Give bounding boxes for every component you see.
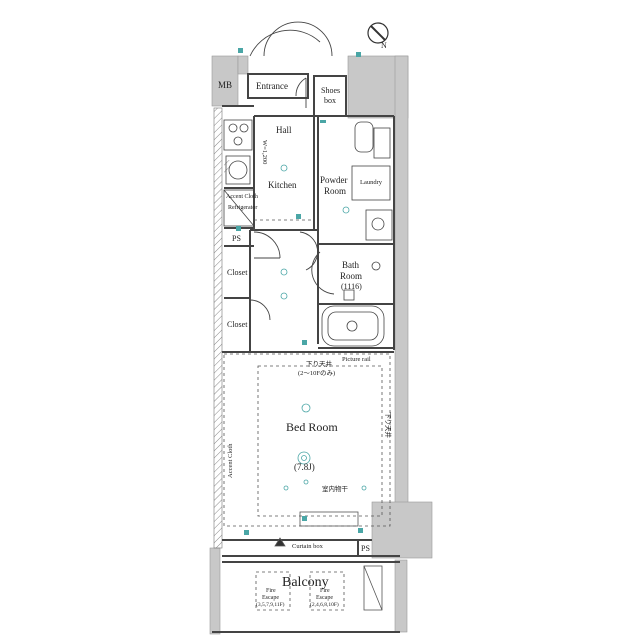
closet-label-2: Closet [227, 320, 248, 329]
ps-upper-label: PS [232, 234, 241, 243]
shoes-box-label-2: box [324, 96, 336, 105]
bath-fixtures [321, 261, 385, 347]
ceiling-note-label: 下り天井 [306, 359, 333, 368]
bath-size-label: (1116) [341, 282, 362, 291]
hatched-walls [213, 107, 230, 549]
fire-escape-1-line1: Fire [266, 588, 276, 594]
exterior-walls [209, 55, 433, 635]
bedroom-label: Bed Room [286, 420, 338, 434]
fire-escape-1-line2: Escape [262, 595, 279, 601]
refrigerator-label: Refrigerator [228, 204, 257, 211]
interior-walls [212, 73, 400, 633]
powder-fixtures [351, 121, 393, 241]
ceiling-side-label: 下り天井 [384, 412, 393, 439]
closet-label-1: Closet [227, 268, 248, 277]
kitchen-label: Kitchen [268, 180, 297, 190]
shoes-box-label-1: Shoes [321, 86, 340, 95]
compass-icon: N [367, 22, 389, 50]
mb-label: MB [218, 80, 232, 90]
hall-label: Hall [276, 125, 292, 135]
fire-escape-1-line3: (3,5,7,9,11F) [256, 601, 285, 608]
fire-escape-2-line1: Fire [320, 588, 330, 594]
laundry-label: Laundry [360, 179, 383, 186]
fire-escape-2-line3: (2,4,6,8,10F) [310, 601, 339, 608]
balcony-label: Balcony [282, 575, 329, 590]
curtain-box-label: Curtain box [292, 543, 324, 550]
ceiling-floors-label: (2～10Fのみ) [298, 369, 335, 377]
north-label: N [381, 41, 387, 50]
fire-escape-2-line2: Escape [316, 595, 333, 601]
bath-room-label-2: Room [340, 271, 362, 281]
picture-rail-label: Picture rail [342, 356, 371, 363]
kitchen-width-label: W=1,200 [261, 140, 268, 164]
ps-lower-label: PS [361, 544, 370, 553]
accent-cloth-label: Accent Cloth [226, 194, 258, 200]
entrance-label: Entrance [256, 81, 288, 91]
indoor-drying-label: 室内物干 [322, 484, 349, 493]
accent-marks [236, 48, 363, 535]
bath-room-label-1: Bath [342, 260, 359, 270]
balcony-features [274, 511, 383, 611]
powder-room-label-1: Powder [320, 175, 348, 185]
powder-room-label-2: Room [324, 186, 346, 196]
accent-cloth-side-label: Accent Cloth [227, 443, 234, 478]
bedroom-size-label: (7.8J) [294, 462, 315, 472]
door-arcs [249, 21, 335, 321]
light-fixtures [280, 164, 367, 491]
